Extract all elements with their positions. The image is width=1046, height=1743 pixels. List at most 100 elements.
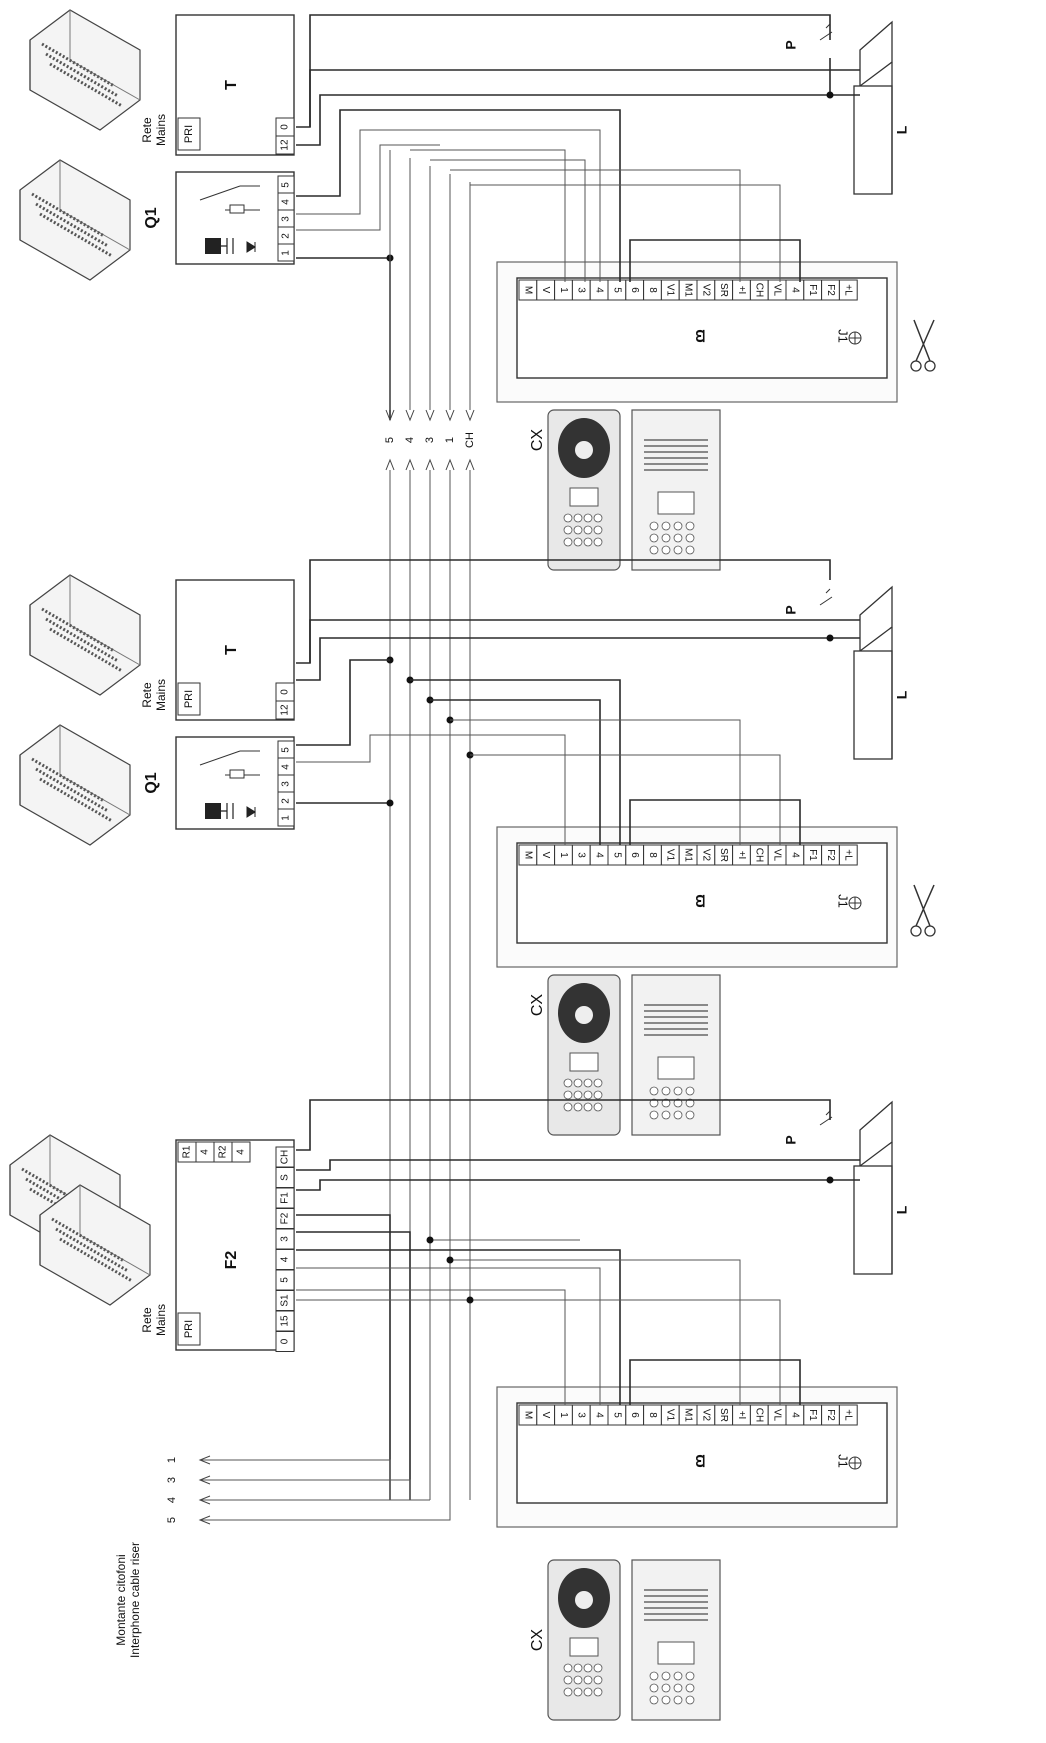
wire	[296, 1249, 621, 1405]
panel-terminal-label: 8	[647, 287, 658, 293]
f2-terminal-label: 5	[280, 1277, 291, 1283]
wire	[430, 159, 586, 282]
panel-terminal-label: V2	[700, 1409, 711, 1422]
panel-terminal-label: F1	[807, 284, 818, 296]
panel-terminal-label: M1	[682, 1408, 693, 1422]
panel-terminal-label: V	[540, 1412, 551, 1419]
wire	[200, 1459, 391, 1500]
panel-terminal-label: +L	[843, 849, 854, 861]
panel-terminal-label: M	[522, 1411, 533, 1419]
panel-terminal-label: 4	[789, 852, 800, 858]
f2-top-terminal	[231, 1141, 251, 1163]
panel-terminal-label: F2	[825, 284, 836, 296]
wire	[450, 719, 741, 845]
panel-terminal-label: M1	[682, 848, 693, 862]
wire	[296, 734, 566, 845]
bottom-riser-label: 4	[166, 1497, 178, 1503]
mains-label-it: Rete	[140, 117, 154, 143]
junction-dot	[826, 634, 834, 642]
panel-terminal-label: 6	[629, 852, 640, 858]
panel-terminal-label: 4	[593, 287, 604, 293]
wire	[296, 1099, 831, 1151]
wire	[296, 1214, 391, 1500]
relay-terminal	[277, 808, 295, 827]
f2-terminal	[275, 1331, 295, 1352]
relay-terminal-label: 3	[281, 781, 292, 787]
junction-dot	[826, 1176, 834, 1184]
f2-terminal-label: 0	[280, 1338, 291, 1344]
panel-terminal-label: V1	[665, 1409, 676, 1422]
f2-terminal-label: 3	[280, 1236, 291, 1242]
bottom-riser-label: 1	[166, 1457, 178, 1463]
wire	[629, 1359, 801, 1405]
panel-terminal-label: 8	[647, 1412, 658, 1418]
f2-top-terminal-label: R2	[218, 1145, 229, 1158]
panel-terminal-label: V2	[700, 849, 711, 862]
relay-terminal-label: 2	[281, 798, 292, 804]
relay-module-box	[175, 736, 295, 830]
panel-terminal-label: +I	[736, 286, 747, 295]
power-terminal	[275, 135, 295, 155]
panel-terminal-label: 8	[647, 852, 658, 858]
wire	[296, 1289, 566, 1405]
wire	[296, 69, 860, 128]
panel-terminal-label: V1	[665, 284, 676, 297]
riser-arrow-icon	[198, 1515, 211, 1525]
f2-top-terminal-label: 4	[200, 1149, 211, 1155]
relay-module-name: Q1	[143, 207, 160, 228]
mains-label-it: Rete	[140, 682, 154, 708]
panel-terminal-label: 3	[576, 287, 587, 293]
bottom-riser-label: 3	[166, 1477, 178, 1483]
relay-terminal-label: 4	[281, 199, 292, 205]
riser-arrow-icon	[445, 458, 455, 471]
panel-terminal-label: F2	[825, 849, 836, 861]
panel-terminal	[838, 844, 858, 866]
panel-terminal-label: M	[522, 851, 533, 859]
wire	[296, 129, 601, 282]
panel-terminal-label: 1	[558, 852, 569, 858]
junction-dot	[386, 799, 394, 807]
cx-label: CX	[529, 994, 546, 1017]
wire	[296, 144, 440, 231]
wire	[296, 619, 860, 664]
power-terminal-label: 12	[280, 704, 291, 716]
panel-terminal-label: SR	[718, 1408, 729, 1422]
junction-dot	[826, 91, 834, 99]
lock-l-label: L	[894, 1205, 910, 1214]
pri-label: PRI	[183, 1320, 195, 1338]
wire	[296, 1231, 411, 1500]
wire	[629, 239, 801, 282]
jumper-label: J1	[836, 329, 851, 343]
wire	[410, 679, 621, 845]
wire	[296, 94, 860, 146]
power-module-illustration	[38, 1183, 152, 1307]
panel-terminal-label: F1	[807, 1409, 818, 1421]
pri-terminal	[177, 682, 201, 716]
power-terminal	[275, 700, 295, 720]
relay-terminal-label: 4	[281, 764, 292, 770]
mains-label-en: Mains	[154, 114, 168, 146]
power-terminal-label: 12	[280, 139, 291, 151]
pri-terminal	[177, 1312, 201, 1346]
cx-device-illustration	[547, 974, 721, 1136]
button-p-label: P	[783, 40, 799, 49]
junction-dot	[466, 1296, 474, 1304]
wire	[430, 699, 601, 845]
panel-terminal-label: V1	[665, 849, 676, 862]
pri-terminal	[177, 117, 201, 151]
riser-arrow-icon	[465, 409, 475, 422]
f2-top-terminal-label: R1	[182, 1145, 193, 1158]
pri-label: PRI	[183, 125, 195, 143]
relay-terminal-label: 1	[281, 250, 292, 256]
button-p-switch	[819, 588, 833, 606]
panel-terminal-label: 4	[593, 1412, 604, 1418]
panel-logo-icon: ϖ	[692, 894, 709, 908]
panel-terminal	[838, 1404, 858, 1426]
power-module-illustration	[28, 8, 142, 132]
relay-resistor	[229, 204, 245, 214]
relay-terminal-label: 5	[281, 747, 292, 753]
f2-terminal-label: S	[280, 1174, 291, 1181]
panel-terminal-label: +L	[843, 1409, 854, 1421]
lock-l-label: L	[894, 125, 910, 134]
